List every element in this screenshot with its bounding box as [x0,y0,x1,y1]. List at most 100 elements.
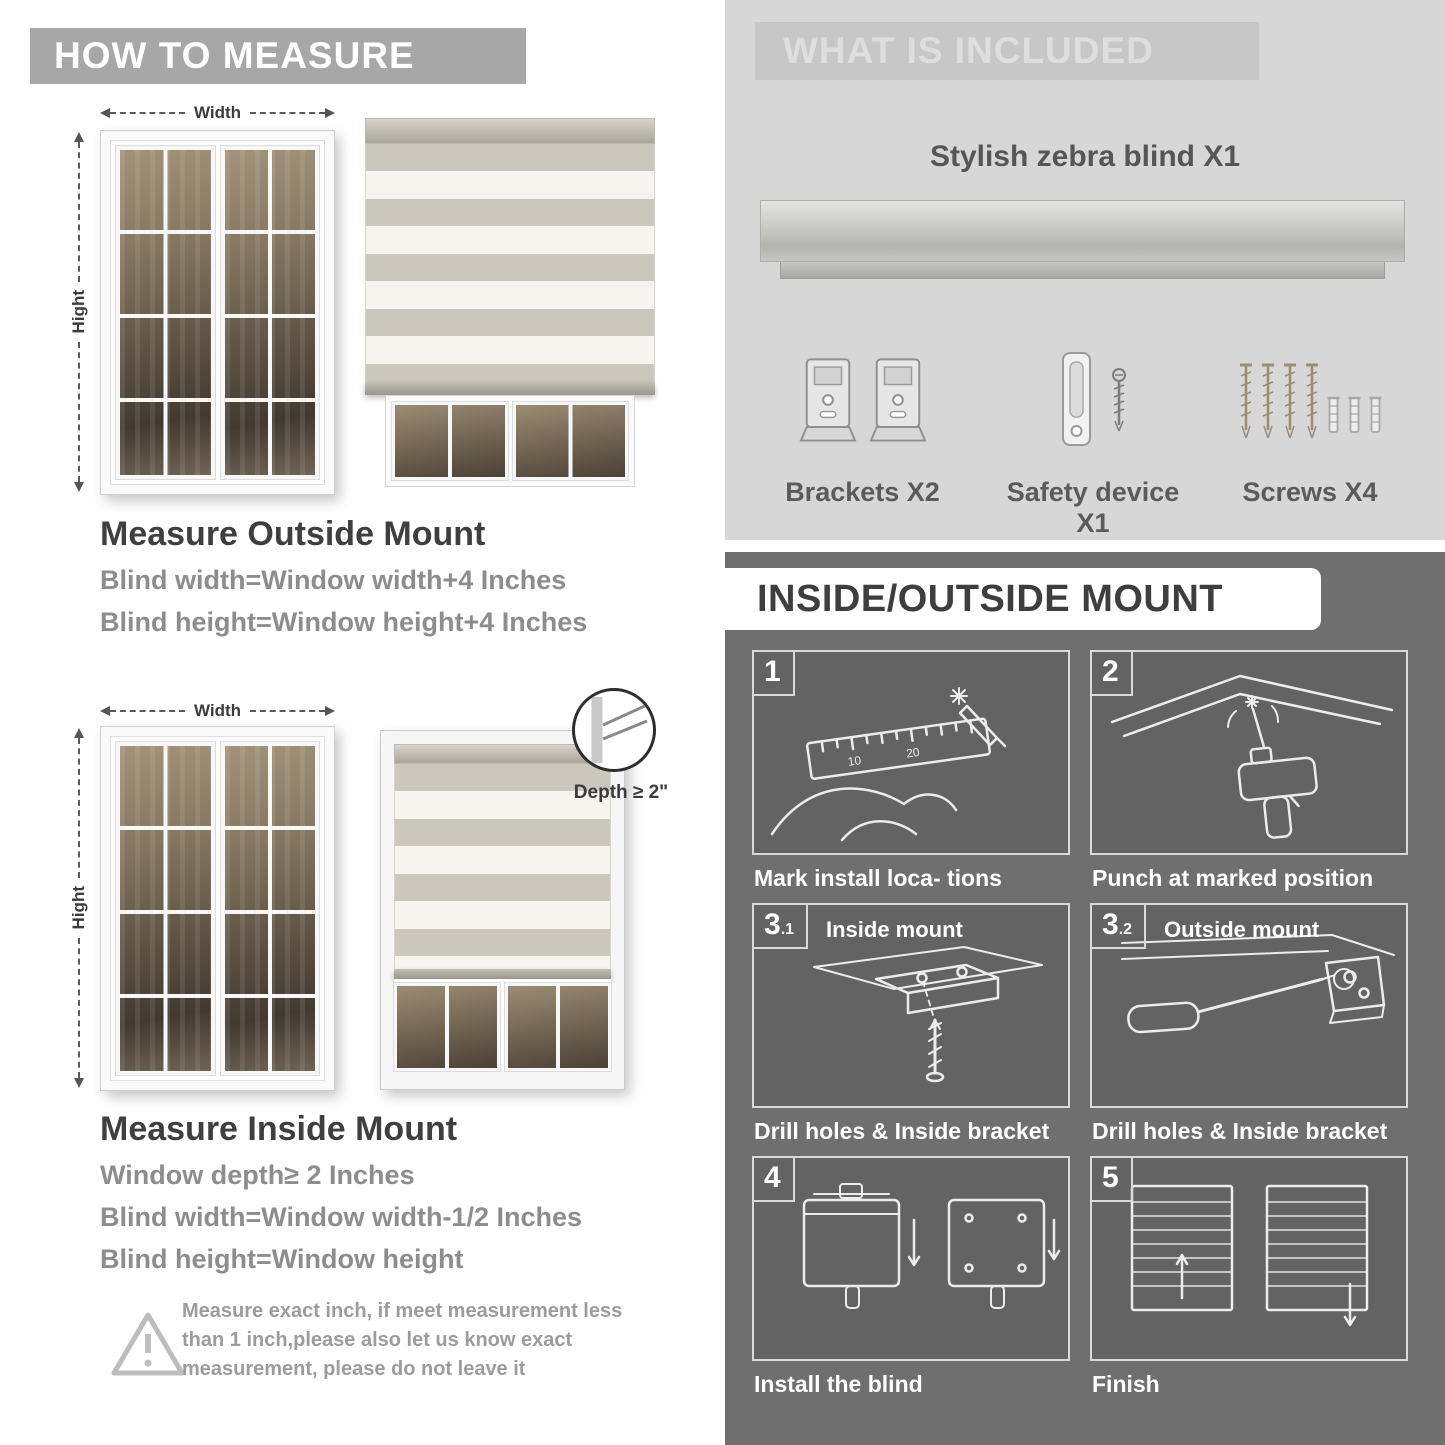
how-to-measure-banner: HOW TO MEASURE [30,28,526,84]
mount-banner: INSIDE/OUTSIDE MOUNT [725,568,1321,630]
screw-icon [1239,363,1252,438]
step-2-number: 2 [1092,652,1133,696]
step-panel-3-1: 3.1 Inside mount Drill holes & Inside br… [752,903,1070,1145]
step-4-caption: Install the blind [754,1371,923,1397]
outside-formula-height: Blind height=Window height+4 Inches [100,607,588,637]
warning-icon [111,1312,185,1376]
width-label: Width [193,701,242,720]
measure-note: Measure exact inch, if meet measurement … [182,1300,623,1380]
step-2-box: 2 [1090,650,1408,855]
included-item-safety-device: Safety device X1 [987,332,1199,539]
step-5-number: 5 [1092,1158,1133,1202]
dim-line [250,710,325,712]
zebra-blind-inside-illustration [380,730,625,1090]
screw-icon [1261,363,1274,438]
height-label: Hight [69,290,88,334]
step-3-1-number: 3.1 [754,905,809,949]
included-item-screws: Screws X4 [1210,332,1410,508]
blind-cassette [365,118,655,144]
window-sash-left [115,741,216,1076]
product-title: Stylish zebra blind X1 [929,140,1241,173]
step-5-box: 5 [1090,1156,1408,1361]
what-is-included-section: WHAT IS INCLUDED Stylish zebra blind X1 [725,0,1445,540]
step-2-illustration-drill [1110,674,1394,839]
window-bottom-visible [393,979,612,1072]
step-1-caption: Mark install loca- tions [754,865,1002,891]
bracket-icon [868,358,927,442]
mini-sash [504,982,612,1072]
dim-line [110,710,185,712]
zebra-blind-outside-illustration [365,118,655,487]
safety-device-icons [987,332,1199,467]
inside-formula-depth: Window depth≥ 2 Inches [100,1160,415,1190]
step-3-2-label: Outside mount [1164,917,1320,942]
wall-anchor-icon [1348,396,1360,433]
blind-stripes [365,144,655,382]
height-dimension-arrow-outside: Hight [68,132,90,492]
mini-sash [391,401,509,481]
step-1-box: 1 10 20 [752,650,1070,855]
depth-callout-label: Depth ≥ 2" [573,782,669,803]
inside-formula-height: Blind height=Window height [100,1244,464,1274]
height-dimension-arrow-inside: Hight [68,728,90,1088]
measure-inside-title: Measure Inside Mount [100,1110,458,1148]
dim-line [78,738,80,879]
safety-device-label: Safety device X1 [1006,477,1180,538]
step-4-box: 4 [752,1156,1070,1361]
window-sash-right [219,741,320,1076]
window-panes [110,736,325,1081]
safety-device-icon [1062,351,1091,446]
screw-icon [1283,363,1296,438]
height-label: Hight [69,886,88,930]
brackets-label: Brackets X2 [785,477,940,507]
step-3-2-illustration-outside-bracket [1121,934,1395,1034]
window-illustration-inside [100,726,335,1091]
width-dimension-arrow-inside: Width [100,700,335,722]
blind-headrail-illustration [760,200,1405,262]
wall-anchor-icon [1369,396,1381,433]
depth-callout-circle [572,688,656,772]
window-sash-left [115,145,216,480]
window-corner-detail [591,697,648,763]
what-is-included-title: WHAT IS INCLUDED [783,30,1154,71]
window-illustration-outside [100,130,335,495]
step-1-illustration-ruler-mark: 10 20 [770,687,1007,842]
mini-sash [511,401,629,481]
measure-outside-title: Measure Outside Mount [100,515,486,553]
blind-headrail-lip [780,262,1385,279]
inside-formula-width: Blind width=Window width-1/2 Inches [100,1202,583,1232]
window-sash-right [219,145,320,480]
step-panel-4: 4 Install the blind [752,1156,1070,1398]
blind-bottom-rail [394,969,611,979]
step-3-2-number: 3.2 [1092,905,1147,949]
step-1-number: 1 [754,652,795,696]
svg-text:20: 20 [905,745,920,761]
step-3-1-illustration-inside-bracket [813,946,1043,1083]
dim-line [250,112,325,114]
step-3-1-caption: Drill holes & Inside bracket [754,1118,1050,1144]
step-panel-1: 1 10 20 Mark install loca- tions [752,650,1070,892]
blind-stripes [394,764,611,969]
outside-formula-width: Blind width=Window width+4 Inches [100,565,567,595]
step-5-illustration-finish [1130,1184,1369,1327]
mini-sash [393,982,501,1072]
included-item-brackets: Brackets X2 [770,332,955,508]
dim-line [110,112,185,114]
step-panel-5: 5 Finish [1090,1156,1408,1398]
what-is-included-banner: WHAT IS INCLUDED [755,22,1259,80]
screw-icon [1305,363,1318,438]
step-5-caption: Finish [1092,1371,1160,1397]
screws-icons [1210,332,1410,467]
wall-anchor-icon [1327,396,1339,433]
step-panel-2: 2 Punch at marked position [1090,650,1408,892]
screws-label: Screws X4 [1242,477,1378,507]
step-4-number: 4 [754,1158,795,1202]
blind-bottom-rail [365,382,655,395]
step-3-1-box: 3.1 Inside mount [752,903,1070,1108]
step-3-2-caption: Drill holes & Inside bracket [1092,1118,1388,1144]
step-3-2-box: 3.2 Outside mount [1090,903,1408,1108]
step-2-caption: Punch at marked position [1092,865,1374,891]
dim-line [78,937,80,1078]
bracket-icons [770,332,955,467]
